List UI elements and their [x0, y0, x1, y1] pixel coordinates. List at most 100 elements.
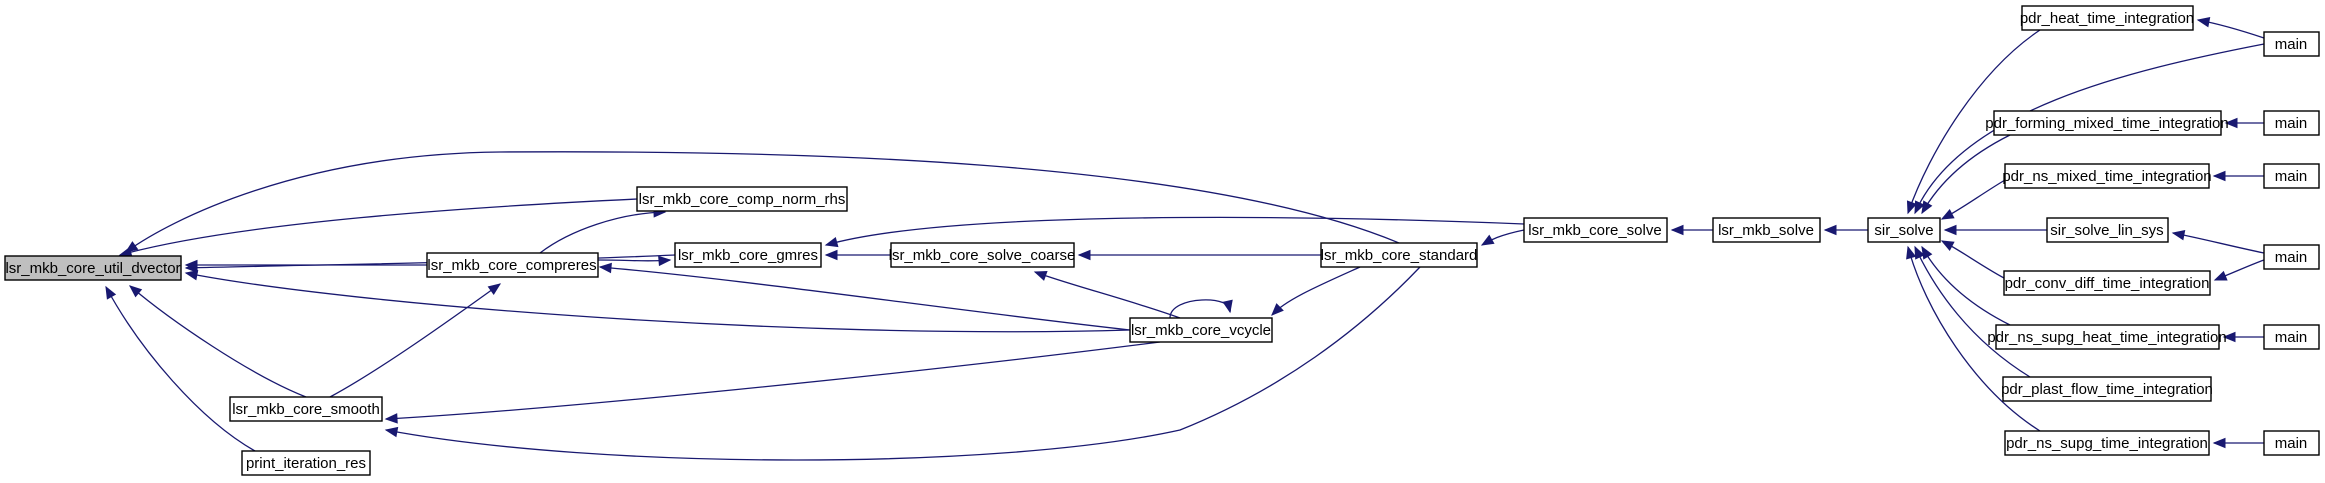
edge-vcycle-to-solve_coarse: [1034, 271, 1181, 319]
node-lsr-mkb-core-compreres[interactable]: lsr_mkb_core_compreres: [426, 252, 599, 278]
edge-compreres-to-comp_norm_rhs: [539, 211, 666, 254]
edge-vcycle-to-smooth: [385, 341, 1161, 420]
edge-gmres-to-util_dvector: [185, 254, 676, 269]
arrowhead-icon: [1921, 245, 1933, 260]
arrowhead-icon: [1940, 240, 1955, 251]
node-sir-solve-lin-sys[interactable]: sir_solve_lin_sys: [2046, 217, 2169, 243]
node-main-4[interactable]: main: [2263, 244, 2320, 270]
node-pdr-ns-supg-time-integration[interactable]: pdr_ns_supg_time_integration: [2004, 430, 2210, 456]
node-pdr-heat-time-integration[interactable]: pdr_heat_time_integration: [2020, 5, 2194, 31]
arrowhead-icon: [1921, 200, 1933, 215]
node-lsr-mkb-core-comp-norm-rhs[interactable]: lsr_mkb_core_comp_norm_rhs: [636, 186, 848, 212]
node-label: lsr_mkb_core_util_dvector: [5, 260, 180, 277]
node-label: lsr_mkb_core_vcycle: [1131, 322, 1271, 339]
node-lsr-mkb-solve[interactable]: lsr_mkb_solve: [1712, 217, 1821, 243]
node-label: lsr_mkb_core_smooth: [232, 401, 380, 418]
node-pdr-forming-mixed-time-integration[interactable]: pdr_forming_mixed_time_integration: [1985, 110, 2229, 136]
arrowhead-icon: [184, 270, 199, 281]
node-pdr-plast-flow-time-integration[interactable]: pdr_plast_flow_time_integration: [2001, 376, 2213, 402]
edge-main1-to-sir_solve: [1914, 43, 2265, 214]
arrowhead-icon: [128, 285, 143, 298]
arrowhead-icon: [658, 255, 672, 267]
edge-plast_flow-to-sir_solve: [1914, 246, 2031, 378]
node-label: main: [2275, 435, 2308, 452]
node-print-iteration-res[interactable]: print_iteration_res: [241, 450, 371, 476]
edge-standard-to-smooth: [385, 266, 1421, 461]
edge-vcycle-to-compreres: [599, 266, 1131, 331]
node-main-2[interactable]: main: [2263, 110, 2320, 136]
arrowhead-icon: [1906, 245, 1917, 260]
arrowhead-icon: [1077, 249, 1091, 261]
edge-smooth-to-util_dvector: [129, 285, 307, 398]
arrowhead-icon: [2222, 331, 2236, 343]
arrowhead-icon: [2171, 230, 2186, 241]
arrowhead-icon: [184, 259, 198, 271]
node-label: main: [2275, 249, 2308, 266]
arrowhead-icon: [1940, 209, 1955, 220]
node-lsr-mkb-core-util-dvector[interactable]: lsr_mkb_core_util_dvector: [4, 255, 182, 281]
node-main-1[interactable]: main: [2263, 31, 2320, 57]
node-label: pdr_conv_diff_time_integration: [2005, 275, 2210, 292]
node-label: print_iteration_res: [246, 455, 366, 472]
node-label: lsr_mkb_core_solve: [1528, 222, 1661, 239]
node-pdr-ns-supg-heat-time-integration[interactable]: pdr_ns_supg_heat_time_integration: [1987, 324, 2227, 350]
node-label: sir_solve_lin_sys: [2050, 222, 2163, 239]
edge-print_iteration_res-to-util_dvector: [105, 286, 256, 452]
node-lsr-mkb-core-solve[interactable]: lsr_mkb_core_solve: [1523, 217, 1668, 243]
edge-forming-to-sir_solve: [1921, 134, 2011, 214]
arrowhead-icon: [2196, 17, 2211, 28]
arrowhead-icon: [1222, 299, 1233, 314]
arrowhead-icon: [2212, 170, 2226, 182]
arrowhead-icon: [105, 285, 117, 300]
arrowhead-icon: [2224, 117, 2238, 129]
node-label: lsr_mkb_core_solve_coarse: [889, 247, 1076, 264]
node-lsr-mkb-core-smooth[interactable]: lsr_mkb_core_smooth: [229, 396, 383, 422]
node-label: main: [2275, 36, 2308, 53]
arrowhead-icon: [487, 283, 502, 295]
arrowhead-icon: [1914, 200, 1925, 215]
node-label: sir_solve: [1874, 222, 1933, 239]
node-label: pdr_ns_supg_time_integration: [2006, 435, 2208, 452]
arrowhead-icon: [1914, 245, 1925, 260]
node-label: lsr_mkb_core_compreres: [427, 257, 596, 274]
edge-vcycle-to-util_dvector: [185, 272, 1131, 333]
edge-vcycle-to-vcycle: [1169, 299, 1231, 319]
node-label: main: [2275, 115, 2308, 132]
arrowhead-icon: [1670, 224, 1684, 236]
edge-main4-to-lin_sys: [2172, 232, 2265, 254]
node-label: pdr_ns_mixed_time_integration: [2002, 168, 2211, 185]
node-label: pdr_heat_time_integration: [2020, 10, 2194, 27]
arrowhead-icon: [824, 249, 838, 261]
arrowhead-icon: [1480, 234, 1495, 246]
arrowhead-icon: [1271, 303, 1284, 316]
node-label: lsr_mkb_core_gmres: [678, 247, 818, 264]
arrowhead-icon: [598, 262, 612, 274]
node-pdr-conv-diff-time-integration[interactable]: pdr_conv_diff_time_integration: [2003, 270, 2211, 296]
edge-ns_supg-to-sir_solve: [1907, 246, 2041, 432]
arrowhead-icon: [1823, 224, 1837, 236]
arrowhead-icon: [124, 241, 139, 253]
edge-core_solve-to-gmres: [825, 216, 1525, 246]
node-label: main: [2275, 329, 2308, 346]
arrowhead-icon: [824, 236, 839, 248]
node-label: main: [2275, 168, 2308, 185]
arrowhead-icon: [384, 413, 398, 424]
node-main-3[interactable]: main: [2263, 163, 2320, 189]
edge-smooth-to-compreres: [329, 283, 501, 398]
node-main-6[interactable]: main: [2263, 430, 2320, 456]
node-label: pdr_plast_flow_time_integration: [2001, 381, 2213, 398]
node-lsr-mkb-core-gmres[interactable]: lsr_mkb_core_gmres: [674, 242, 822, 268]
node-lsr-mkb-core-standard[interactable]: lsr_mkb_core_standard: [1320, 242, 1478, 268]
node-label: pdr_ns_supg_heat_time_integration: [1987, 329, 2226, 346]
node-label: lsr_mkb_core_standard: [1321, 247, 1478, 264]
node-lsr-mkb-core-vcycle[interactable]: lsr_mkb_core_vcycle: [1129, 317, 1273, 343]
node-pdr-ns-mixed-time-integration[interactable]: pdr_ns_mixed_time_integration: [2002, 163, 2212, 189]
edge-standard-to-util_dvector: [125, 151, 1400, 253]
node-lsr-mkb-core-solve-coarse[interactable]: lsr_mkb_core_solve_coarse: [889, 242, 1076, 268]
node-sir-solve[interactable]: sir_solve: [1867, 217, 1941, 243]
node-main-5[interactable]: main: [2263, 324, 2320, 350]
arrowhead-icon: [1033, 270, 1048, 281]
arrowhead-icon: [2212, 437, 2226, 449]
arrowhead-icon: [1906, 200, 1917, 215]
